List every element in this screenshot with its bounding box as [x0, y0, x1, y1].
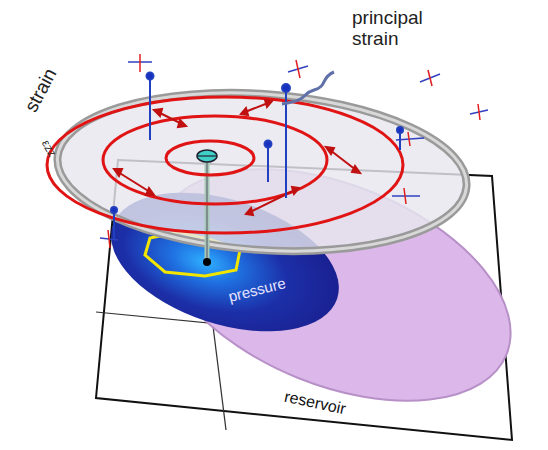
well-bottom: [203, 258, 211, 266]
well-head: [197, 150, 217, 162]
strain-pins: [111, 73, 403, 241]
leader-line: [282, 72, 334, 104]
well-head-mark: [197, 155, 217, 156]
strain-crosses: [100, 54, 488, 248]
strain-contours: [47, 97, 403, 233]
strain-disc-rim: [52, 80, 472, 264]
text-label: strain: [21, 65, 61, 116]
strain-disc: [52, 80, 472, 264]
text-label: principal strain: [352, 8, 448, 50]
